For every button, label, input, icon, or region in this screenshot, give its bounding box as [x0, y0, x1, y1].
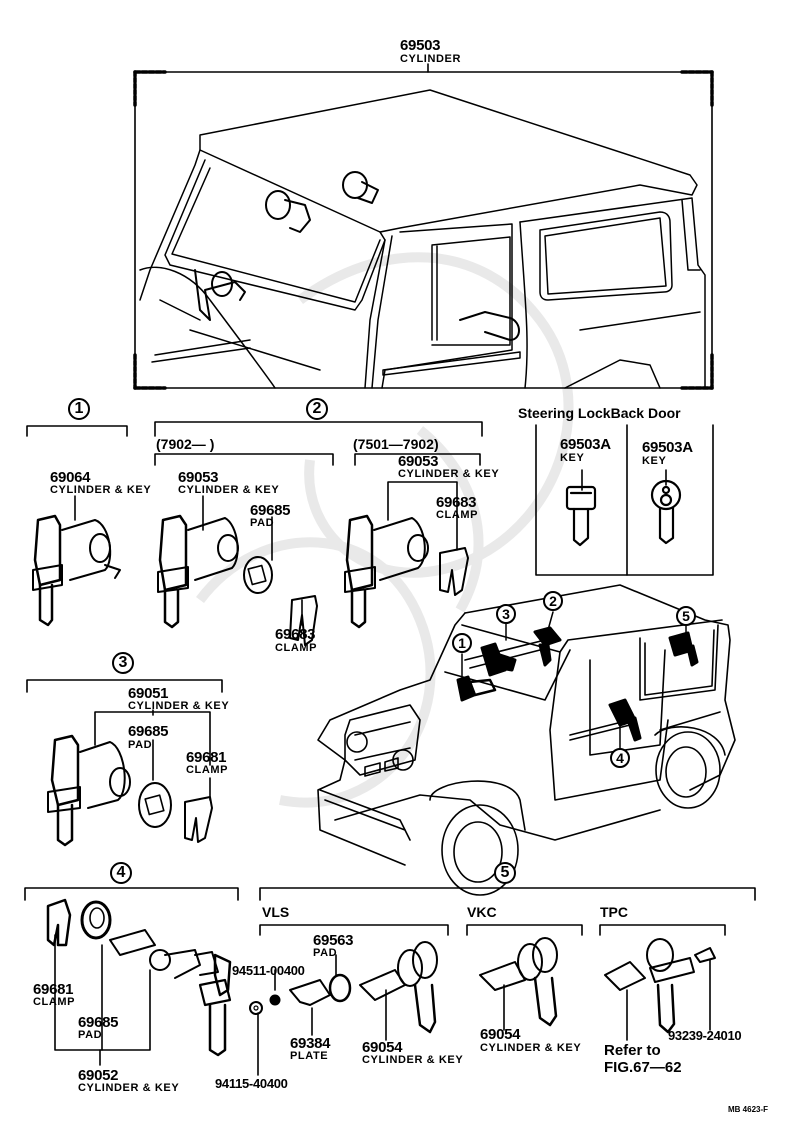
part-number-69681-s4: 69681	[33, 981, 74, 998]
part-name-69053-old: CYLINDER & KEY	[398, 468, 500, 480]
section-1-bracket	[26, 425, 128, 521]
vehicle-marker-1: 1	[452, 633, 472, 653]
part-number-69064: 69064	[50, 469, 91, 486]
steering-lock-header: Steering LockBack Door	[518, 406, 681, 420]
steering-lock-label: Steering Lock	[518, 405, 611, 421]
section-2-cylinder-left-drawing	[157, 514, 318, 646]
part-name-69563: PAD	[313, 947, 338, 959]
vehicle-marker-5: 5	[676, 606, 696, 626]
part-number-69685-s3: 69685	[128, 723, 169, 740]
part-name-69384: PLATE	[290, 1050, 329, 1062]
section-2-bracket	[154, 421, 483, 626]
part-number-69053-new: 69053	[178, 469, 219, 486]
part-name-69681-s3: CLAMP	[186, 764, 229, 776]
section-5-vls-drawing	[289, 941, 438, 1034]
section-marker-4: 4	[110, 862, 132, 884]
vehicle-marker-4: 4	[610, 748, 630, 768]
main-vehicle-leader-lines	[461, 611, 687, 749]
section-4-cylinder-drawing	[46, 898, 281, 1057]
main-vehicle-lock-icons	[456, 626, 699, 742]
part-number-69052: 69052	[78, 1067, 119, 1084]
section-4-bracket	[24, 887, 276, 1076]
part-number-94115-40400: 94115-40400	[215, 1076, 288, 1091]
part-name-69064: CYLINDER & KEY	[50, 484, 152, 496]
figure-code: MB 4623-F	[728, 1105, 769, 1114]
top-assembly-frame	[133, 63, 714, 390]
part-name-69051: CYLINDER & KEY	[128, 700, 230, 712]
part-number-94511-00400: 94511-00400	[232, 963, 305, 978]
section-marker-1: 1	[68, 398, 90, 420]
section-marker-5: 5	[494, 862, 516, 884]
part-name-69054-vkc: CYLINDER & KEY	[480, 1042, 582, 1054]
part-number-69051: 69051	[128, 685, 169, 702]
part-name-key-steering: KEY	[560, 452, 585, 464]
group-vls-label: VLS	[262, 904, 290, 920]
part-name-69052: CYLINDER & KEY	[78, 1082, 180, 1094]
part-name-69681-s4: CLAMP	[33, 996, 76, 1008]
part-number-69054-vls: 69054	[362, 1039, 403, 1056]
back-door-key-drawing	[650, 479, 682, 545]
group-vkc-label: VKC	[467, 904, 497, 920]
part-number-69683-old: 69683	[436, 494, 477, 511]
top-cylinder-icons	[194, 171, 520, 341]
part-name-key-backdoor: KEY	[642, 455, 667, 467]
part-name-69685-s3: PAD	[128, 739, 153, 751]
part-name-top-cylinder: CYLINDER	[400, 53, 462, 65]
part-number-69563: 69563	[313, 932, 354, 949]
back-door-label: Back Door	[610, 405, 681, 421]
section-5-vkc-drawing	[479, 937, 558, 1027]
section-2-range-old: (7501—7902)	[353, 436, 439, 452]
group-tpc-label: TPC	[600, 904, 628, 920]
watermark	[196, 252, 574, 808]
part-number-69685-s4: 69685	[78, 1014, 119, 1031]
part-name-69053-new: CYLINDER & KEY	[178, 484, 280, 496]
reference-figure-link[interactable]: FIG.67—62	[604, 1059, 682, 1076]
part-number-69503a-steering: 69503A	[560, 436, 611, 453]
section-2-cylinder-right-drawing	[344, 514, 469, 629]
section-3-cylinder-drawing	[47, 734, 213, 847]
part-number-69054-vkc: 69054	[480, 1026, 521, 1043]
part-number-69053-old: 69053	[398, 453, 439, 470]
part-name-69683-new: CLAMP	[275, 642, 318, 654]
section-1-cylinder-drawing	[32, 514, 121, 627]
section-marker-3: 3	[112, 652, 134, 674]
part-number-top-cylinder: 69503	[400, 37, 441, 54]
vehicle-marker-3: 3	[496, 604, 516, 624]
part-number-93239-24010: 93239-24010	[668, 1028, 742, 1043]
part-number-69384: 69384	[290, 1035, 331, 1052]
part-name-69685-s2: PAD	[250, 517, 275, 529]
reference-refer-to: Refer to	[604, 1042, 661, 1059]
part-name-69054-vls: CYLINDER & KEY	[362, 1054, 464, 1066]
part-number-69685-s2: 69685	[250, 502, 291, 519]
vehicle-marker-2: 2	[543, 591, 563, 611]
steering-lock-key-drawing	[565, 485, 597, 547]
part-name-69685-s4: PAD	[78, 1029, 103, 1041]
top-vehicle-drawing	[139, 89, 706, 389]
section-marker-2: 2	[306, 398, 328, 420]
section-5-tpc-drawing	[604, 938, 716, 1034]
section-2-range-new: (7902— )	[156, 436, 215, 452]
main-vehicle-drawing	[317, 584, 736, 896]
section-5-bracket	[259, 887, 756, 1041]
part-number-69683-new: 69683	[275, 626, 316, 643]
part-number-69681-s3: 69681	[186, 749, 227, 766]
part-number-69503a-backdoor: 69503A	[642, 439, 693, 456]
part-name-69683-old: CLAMP	[436, 509, 479, 521]
